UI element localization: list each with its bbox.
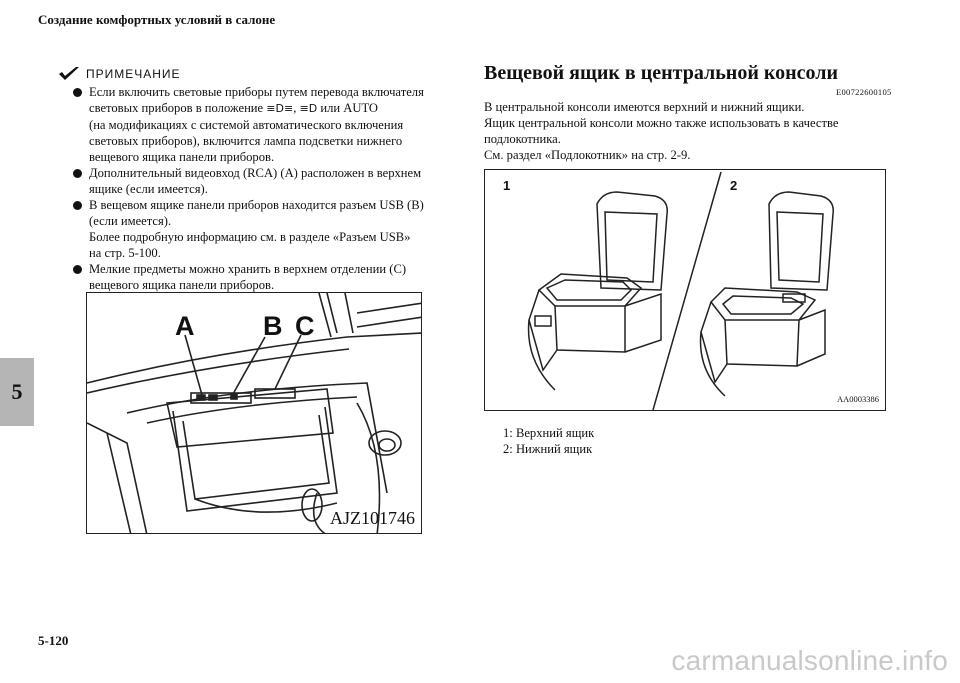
page-number: 5-120 — [38, 633, 69, 648]
figure-code: AA0003386 — [836, 394, 879, 404]
note-line: (если имеется). — [89, 214, 172, 228]
note-item: Мелкие предметы можно хранить в верхнем … — [72, 261, 462, 293]
figure-legend: 1: Верхний ящик 2: Нижний ящик — [503, 425, 594, 457]
running-header: Создание комфортных условий в салоне — [38, 12, 276, 27]
note-line: Дополнительный видеовход (RCA) (A) распо… — [89, 166, 422, 180]
label-b: B — [263, 311, 283, 341]
note-line: Мелкие предметы можно хранить в верхнем … — [89, 262, 407, 276]
note-line: световых приборов в положение ≡D≡, ≡D ил… — [89, 101, 378, 115]
note-item: В вещевом ящике панели приборов находитс… — [72, 197, 462, 261]
legend-item: 1: Верхний ящик — [503, 426, 595, 440]
figure-number-2: 2 — [730, 178, 738, 193]
low-beam-symbol-icon: ≡D — [299, 102, 318, 115]
figure-number-1: 1 — [503, 178, 511, 193]
note-check-icon — [59, 67, 79, 80]
note-label: ПРИМЕЧАНИЕ — [86, 67, 181, 81]
console-box-figure: 1 2 AA0003386 — [484, 169, 886, 411]
section-title: Вещевой ящик в центральной консоли — [484, 62, 838, 84]
note-line: В вещевом ящике панели приборов находитс… — [89, 198, 424, 212]
note-line: световых приборов), включится лампа подс… — [89, 134, 403, 148]
note-item: Если включить световые приборы путем пер… — [72, 84, 462, 165]
label-c: C — [295, 311, 315, 341]
note-item: Дополнительный видеовход (RCA) (A) распо… — [72, 165, 462, 197]
note-line: ящике (если имеется). — [89, 182, 208, 196]
body-line: Ящик центральной консоли можно также исп… — [484, 116, 839, 130]
note-line: на стр. 5-100. — [89, 246, 161, 260]
note-heading: ПРИМЕЧАНИЕ — [58, 66, 181, 82]
body-line: В центральной консоли имеются верхний и … — [484, 100, 805, 114]
note-line: (на модификациях с системой автоматическ… — [89, 118, 404, 132]
label-a: A — [175, 311, 195, 341]
note-line: вещевого ящика панели приборов. — [89, 278, 275, 292]
note-line: Более подробную информацию см. в разделе… — [89, 230, 411, 244]
body-line: См. раздел «Подлокотник» на стр. 2-9. — [484, 148, 691, 162]
headlight-symbol-icon: ≡D≡ — [266, 102, 294, 115]
note-line: Если включить световые приборы путем пер… — [89, 85, 424, 99]
section-body: В центральной консоли имеются верхний и … — [484, 99, 904, 163]
chapter-tab: 5 — [0, 358, 34, 426]
note-line: вещевого ящика панели приборов. — [89, 150, 275, 164]
figure-code: AJZ101746 — [330, 508, 415, 528]
note-list: Если включить световые приборы путем пер… — [72, 84, 462, 293]
glovebox-figure: A B C AJZ101746 — [86, 292, 422, 534]
glovebox-illustration — [87, 293, 421, 533]
watermark: carmanualsonline.info — [671, 645, 948, 676]
body-line: подлокотника. — [484, 132, 561, 146]
legend-item: 2: Нижний ящик — [503, 442, 593, 456]
console-box-illustration — [527, 171, 834, 410]
section-code: E00722600105 — [836, 87, 892, 97]
